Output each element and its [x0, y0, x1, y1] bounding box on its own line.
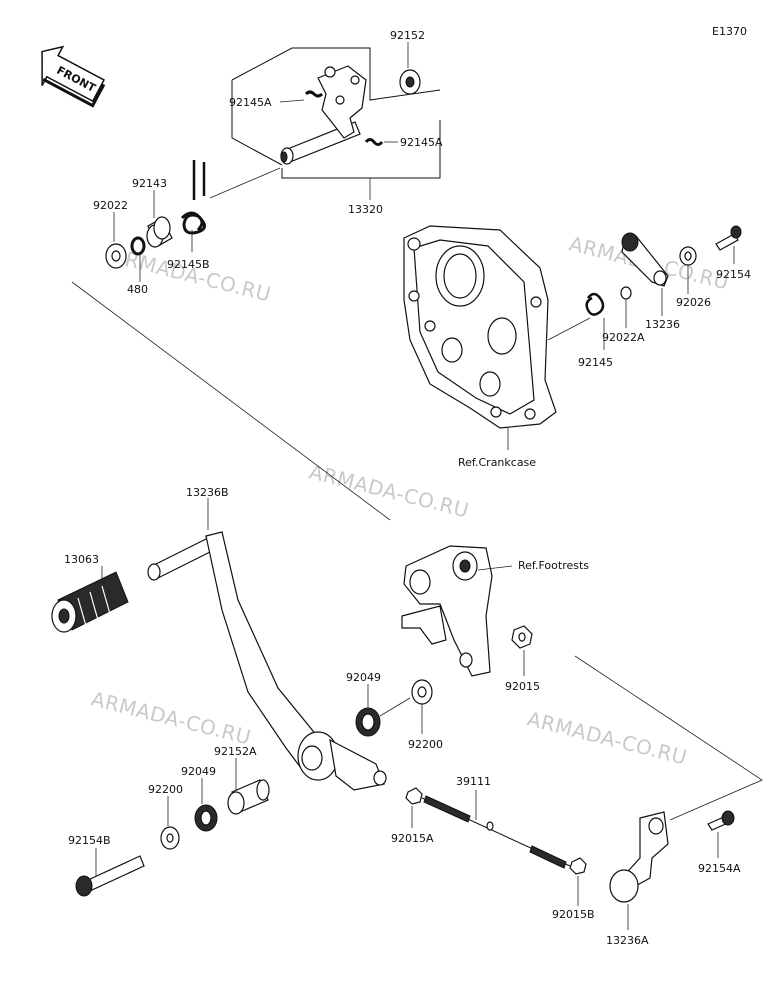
label-92145A-upper: 92145A — [229, 96, 272, 109]
label-92022: 92022 — [93, 199, 128, 212]
label-92154-top: 92154 — [716, 268, 751, 281]
label-92154B: 92154B — [68, 834, 111, 847]
label-13236B: 13236B — [186, 486, 229, 499]
label-480: 480 — [127, 283, 148, 296]
label-92145B: 92145B — [167, 258, 210, 271]
crankcase-cover — [403, 225, 557, 429]
front-arrow-icon: FRONT — [41, 45, 106, 108]
bolt-92154B — [75, 855, 145, 897]
collar-92143 — [146, 216, 173, 248]
label-92152: 92152 — [390, 29, 425, 42]
washer-92022 — [105, 243, 127, 269]
washer-92200-bottom — [160, 826, 180, 850]
label-92200-bottom: 92200 — [148, 783, 183, 796]
label-92145A-lower: 92145A — [400, 136, 443, 149]
watermark: ARMADA-CO.RU — [89, 687, 254, 750]
label-92049-top: 92049 — [346, 671, 381, 684]
tie-rod-39111 — [421, 795, 571, 869]
spring-92145A-lower — [364, 138, 384, 146]
bolt-92154-top — [715, 225, 742, 251]
label-13063: 13063 — [64, 553, 99, 566]
label-92152A: 92152A — [214, 745, 257, 758]
label-13236A: 13236A — [606, 934, 649, 947]
label-92026: 92026 — [676, 296, 711, 309]
label-92145: 92145 — [578, 356, 613, 369]
label-92143: 92143 — [132, 177, 167, 190]
washer-92022A — [620, 286, 632, 300]
bolt-92154A — [707, 810, 735, 831]
spring-92145A-upper — [304, 90, 324, 98]
label-92049-bottom: 92049 — [181, 765, 216, 778]
label-92015A: 92015A — [391, 832, 434, 845]
nut-92015 — [511, 625, 533, 649]
footrest-bracket — [401, 545, 493, 677]
assembly-bracket-bottom — [281, 120, 441, 179]
assembly-guide-line — [71, 281, 391, 521]
bushing-92152A — [227, 779, 270, 815]
lever-13236 — [621, 232, 669, 287]
label-13320: 13320 — [348, 203, 383, 216]
diagram-code: E1370 — [712, 25, 747, 38]
ref-footrests: Ref.Footrests — [518, 559, 589, 572]
nut-92015B — [569, 857, 587, 875]
nut-92015A — [405, 787, 423, 805]
seal-92049-top — [355, 707, 381, 737]
circlip-480 — [130, 236, 146, 256]
lever-13236A — [609, 811, 669, 903]
assembly-bracket — [231, 47, 441, 101]
washer-92200-top — [411, 679, 433, 705]
watermark: ARMADA-CO.RU — [307, 460, 472, 523]
oil-seal-92152 — [399, 69, 421, 95]
nut-92026 — [679, 246, 697, 266]
label-92200-top: 92200 — [408, 738, 443, 751]
label-13236: 13236 — [645, 318, 680, 331]
ref-crankcase: Ref.Crankcase — [458, 456, 536, 469]
pedal-rubber-13063 — [51, 571, 129, 633]
assembly-bracket-left — [231, 80, 283, 166]
label-92015: 92015 — [505, 680, 540, 693]
spring-92145 — [585, 292, 605, 316]
leader-lines — [95, 42, 735, 930]
label-39111: 39111 — [456, 775, 491, 788]
shift-shaft — [280, 65, 367, 165]
guide-line-right — [574, 655, 763, 821]
part-labels: 92152 92145A 92145A 13320 92143 92022 48… — [64, 29, 751, 947]
label-92015B: 92015B — [552, 908, 595, 921]
return-spring-92145B — [180, 160, 206, 235]
label-92022A: 92022A — [602, 331, 645, 344]
seal-92049-bottom — [194, 804, 218, 832]
label-92154A: 92154A — [698, 862, 741, 875]
shift-pedal-13236B — [147, 531, 387, 791]
